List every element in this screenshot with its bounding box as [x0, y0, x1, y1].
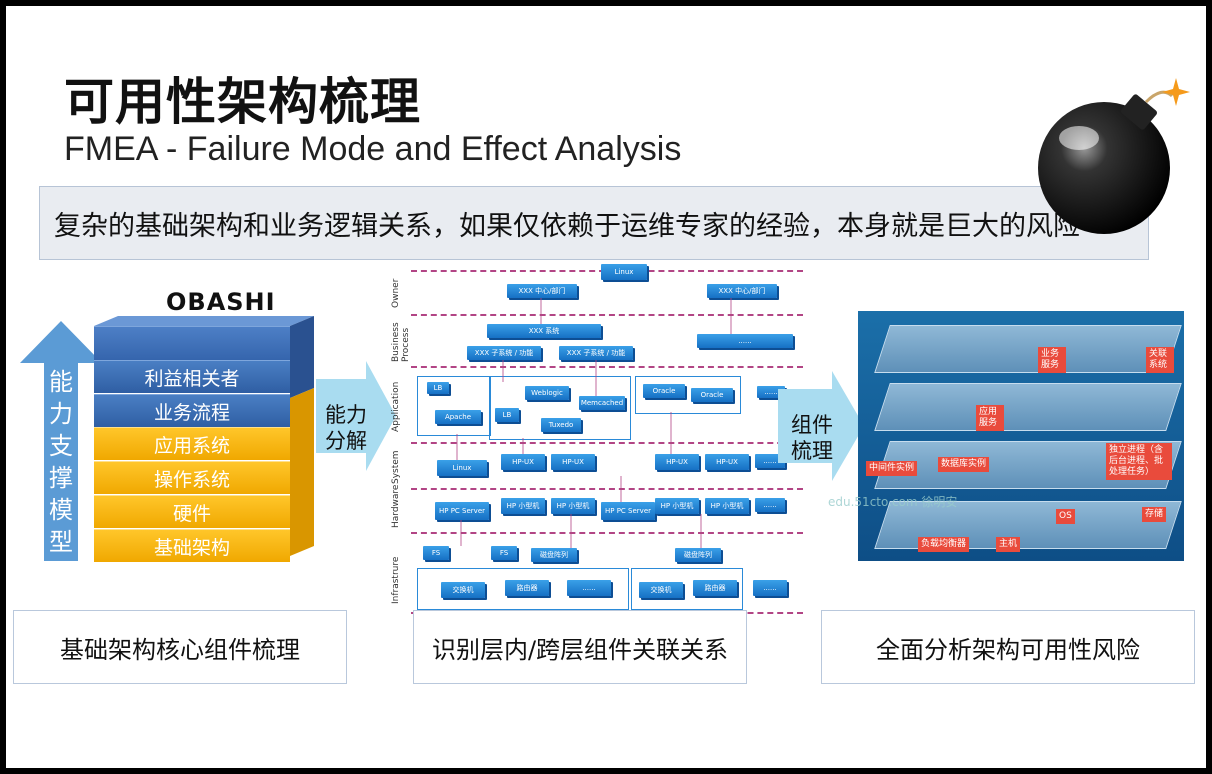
infra-box: 交换机 — [639, 582, 683, 598]
row-label-process: Business Process — [391, 322, 411, 362]
app-box: Weblogic — [525, 386, 569, 400]
watermark: edu.51cto.com 徐明安 — [828, 495, 958, 509]
risk-label: 存储 — [1142, 507, 1167, 522]
app-box: Apache — [435, 410, 481, 424]
infra-box: 磁盘阵列 — [531, 548, 577, 562]
system-box: HP-UX — [655, 454, 699, 470]
caption-right: 全面分析架构可用性风险 — [821, 610, 1195, 684]
infra-group — [631, 568, 743, 610]
hardware-box: HP 小型机 — [705, 498, 749, 514]
process-box: XXX 子系统 / 功能 — [559, 346, 633, 360]
infra-box: 交换机 — [441, 582, 485, 598]
layer-infrastructure: 基础架构 — [94, 529, 290, 562]
system-box: Linux — [601, 264, 647, 280]
row-label-infra: Infrastrure — [391, 556, 401, 604]
risk-label: 中间件实例 — [866, 461, 918, 476]
risk-label: 应用服务 — [976, 405, 1004, 431]
risk-label: 主机 — [996, 537, 1021, 552]
hardware-box: ...... — [755, 498, 785, 512]
layer-plate — [874, 325, 1182, 373]
risk-label: OS — [1056, 509, 1075, 524]
divider — [411, 532, 803, 534]
process-box: XXX 系统 — [487, 324, 601, 338]
infra-box: 路由器 — [693, 580, 737, 596]
hardware-box: HP PC Server — [601, 502, 655, 520]
obashi-stack-3d — [94, 316, 314, 556]
infra-box: FS — [423, 546, 449, 560]
layer-hardware: 硬件 — [94, 495, 290, 528]
page-subtitle: FMEA - Failure Mode and Effect Analysis — [64, 130, 682, 168]
risk-banner: 复杂的基础架构和业务逻辑关系，如果仅依赖于运维专家的经验，本身就是巨大的风险 — [39, 186, 1149, 260]
owner-box: XXX 中心/部门 — [507, 284, 577, 298]
system-box: HP-UX — [551, 454, 595, 470]
hardware-box: HP PC Server — [435, 502, 489, 520]
process-box: XXX 子系统 / 功能 — [467, 346, 541, 360]
risk-label: 独立进程（含后台进程、批处理任务） — [1106, 443, 1172, 480]
row-label-application: Application — [391, 381, 401, 432]
system-box: Linux — [437, 460, 487, 476]
right-arrow-icon — [778, 371, 864, 481]
infra-box: 路由器 — [505, 580, 549, 596]
up-arrow-icon — [20, 321, 102, 561]
app-box: Memcached — [579, 396, 625, 410]
risk-label: 关联系统 — [1146, 347, 1174, 373]
right-arrow-icon — [316, 361, 396, 471]
system-box: ...... — [755, 454, 785, 468]
system-box: HP-UX — [501, 454, 545, 470]
app-box: LB — [427, 382, 449, 394]
infra-box: 磁盘阵列 — [675, 548, 721, 562]
divider — [411, 314, 803, 316]
layer-plate — [874, 383, 1182, 431]
row-label-hardware: Hardware — [391, 484, 401, 528]
layer-business-process: 业务流程 — [94, 394, 290, 427]
divider — [411, 488, 803, 490]
row-label-system: System — [391, 450, 401, 484]
vertical-label: 能力支撑模型 — [49, 368, 73, 556]
page-title: 可用性架构梳理 — [64, 73, 421, 131]
architecture-layers-image: 业务服务 关联系统 应用服务 中间件实例 数据库实例 独立进程（含后台进程、批处… — [828, 311, 1184, 561]
infra-box: ...... — [753, 580, 787, 596]
app-box: Oracle — [643, 384, 685, 398]
system-box: HP-UX — [705, 454, 749, 470]
caption-left: 基础架构核心组件梳理 — [13, 610, 347, 684]
component-sort-label: 组件梳理 — [791, 413, 833, 463]
risk-banner-text: 复杂的基础架构和业务逻辑关系，如果仅依赖于运维专家的经验，本身就是巨大的风险 — [54, 211, 1080, 242]
infra-group — [417, 568, 629, 610]
app-box: Oracle — [691, 388, 733, 402]
slide: 可用性架构梳理 FMEA - Failure Mode and Effect A… — [6, 6, 1206, 768]
layer-stakeholders-label: 利益相关者 — [94, 360, 290, 393]
decompose-label: 能力分解 — [325, 403, 367, 453]
hardware-box: HP 小型机 — [655, 498, 699, 514]
risk-label: 数据库实例 — [938, 457, 990, 472]
app-box: Tuxedo — [541, 418, 581, 432]
risk-label: 负载均衡器 — [918, 537, 970, 552]
layer-application: 应用系统 — [94, 427, 290, 460]
app-group — [489, 376, 631, 440]
infra-box: FS — [491, 546, 517, 560]
app-box: LB — [495, 408, 519, 422]
hardware-box: HP 小型机 — [551, 498, 595, 514]
divider — [411, 366, 803, 368]
layer-os: 操作系统 — [94, 461, 290, 494]
app-group — [417, 376, 491, 436]
app-group — [635, 376, 741, 414]
hardware-box: HP 小型机 — [501, 498, 545, 514]
row-label-owner: Owner — [391, 278, 401, 308]
layer-stakeholders — [94, 326, 290, 360]
caption-middle: 识别层内/跨层组件关联关系 — [413, 610, 747, 684]
obashi-heading: OBASHI — [166, 288, 276, 316]
bomb-icon — [1038, 78, 1190, 234]
divider — [411, 442, 803, 444]
infra-box: ...... — [567, 580, 611, 596]
component-diagram: Owner Business Process Application Syste… — [391, 264, 803, 614]
risk-label: 业务服务 — [1038, 347, 1066, 373]
owner-box: XXX 中心/部门 — [707, 284, 777, 298]
process-box: ...... — [697, 334, 793, 348]
